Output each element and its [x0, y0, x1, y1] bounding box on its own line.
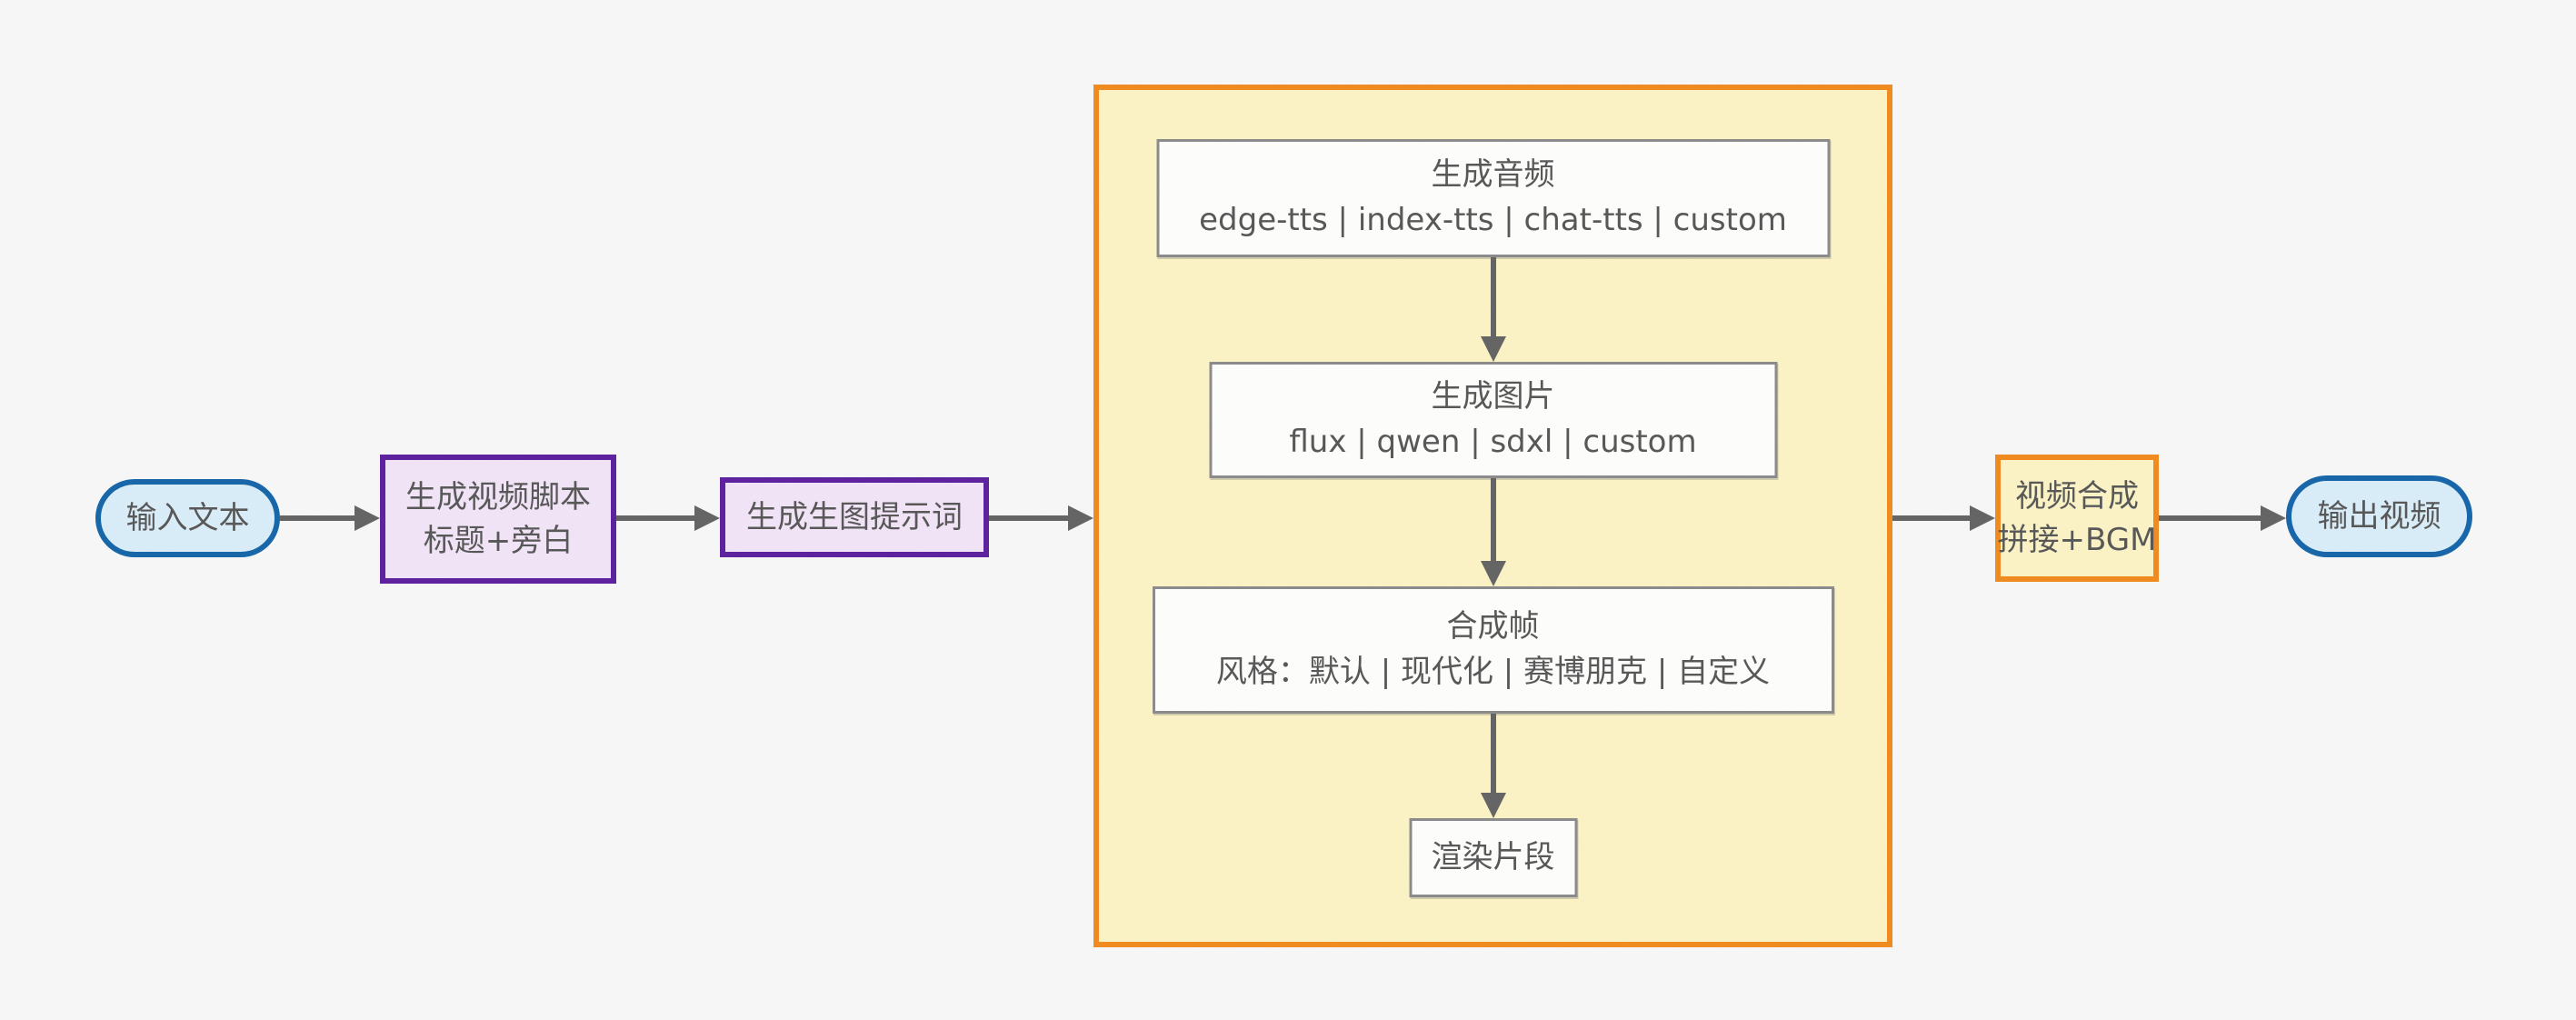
- node-compose-frame: 合成帧 风格：默认 | 现代化 | 赛博朋克 | 自定义: [1152, 586, 1834, 714]
- arrow-line: [280, 515, 356, 521]
- arrowhead-down-icon: [1480, 336, 1506, 362]
- node-label-line2: edge-tts | index-tts | chat-tts | custom: [1199, 202, 1787, 238]
- arrow-line: [1490, 714, 1496, 795]
- arrowhead-right-icon: [354, 505, 380, 531]
- node-label: 输出视频: [2317, 497, 2441, 535]
- arrowhead-down-icon: [1480, 561, 1506, 586]
- node-label-line2: flux | qwen | sdxl | custom: [1289, 424, 1697, 460]
- node-label-line1: 视频合成: [2015, 477, 2139, 515]
- node-input-text: 输入文本: [95, 479, 280, 557]
- arrow-line: [989, 515, 1068, 521]
- node-label-line2: 标题+旁白: [423, 523, 574, 559]
- arrowhead-right-icon: [694, 505, 720, 531]
- node-label-line1: 生成音频: [1431, 156, 1555, 194]
- node-output-video: 输出视频: [2286, 475, 2472, 557]
- node-label: 渲染片段: [1431, 838, 1555, 875]
- node-label: 生成生图提示词: [746, 498, 963, 535]
- node-label-line1: 合成帧: [1446, 608, 1540, 645]
- node-label-line2: 风格：默认 | 现代化 | 赛博朋克 | 自定义: [1215, 654, 1771, 690]
- node-label: 输入文本: [125, 499, 250, 536]
- node-render-clip: 渲染片段: [1409, 818, 1577, 897]
- node-label-line2: 拼接+BGM: [1997, 522, 2157, 558]
- node-label-line1: 生成图片: [1431, 378, 1555, 415]
- arrow-line: [1490, 257, 1496, 338]
- node-generate-image-prompt: 生成生图提示词: [720, 477, 989, 557]
- arrowhead-right-icon: [2261, 505, 2286, 531]
- arrow-line: [1892, 515, 1970, 521]
- node-generate-script: 生成视频脚本 标题+旁白: [380, 455, 616, 584]
- node-video-compose: 视频合成 拼接+BGM: [1995, 455, 2159, 582]
- arrow-line: [1490, 478, 1496, 563]
- arrow-line: [2159, 515, 2261, 521]
- arrow-line: [616, 515, 694, 521]
- subgraph-segment-pipeline: 生成音频 edge-tts | index-tts | chat-tts | c…: [1093, 85, 1892, 947]
- node-generate-image: 生成图片 flux | qwen | sdxl | custom: [1209, 362, 1777, 478]
- node-label-line1: 生成视频脚本: [405, 478, 591, 515]
- arrowhead-down-icon: [1480, 793, 1506, 818]
- arrowhead-right-icon: [1068, 505, 1093, 531]
- arrowhead-right-icon: [1970, 505, 1995, 531]
- node-generate-audio: 生成音频 edge-tts | index-tts | chat-tts | c…: [1156, 139, 1830, 257]
